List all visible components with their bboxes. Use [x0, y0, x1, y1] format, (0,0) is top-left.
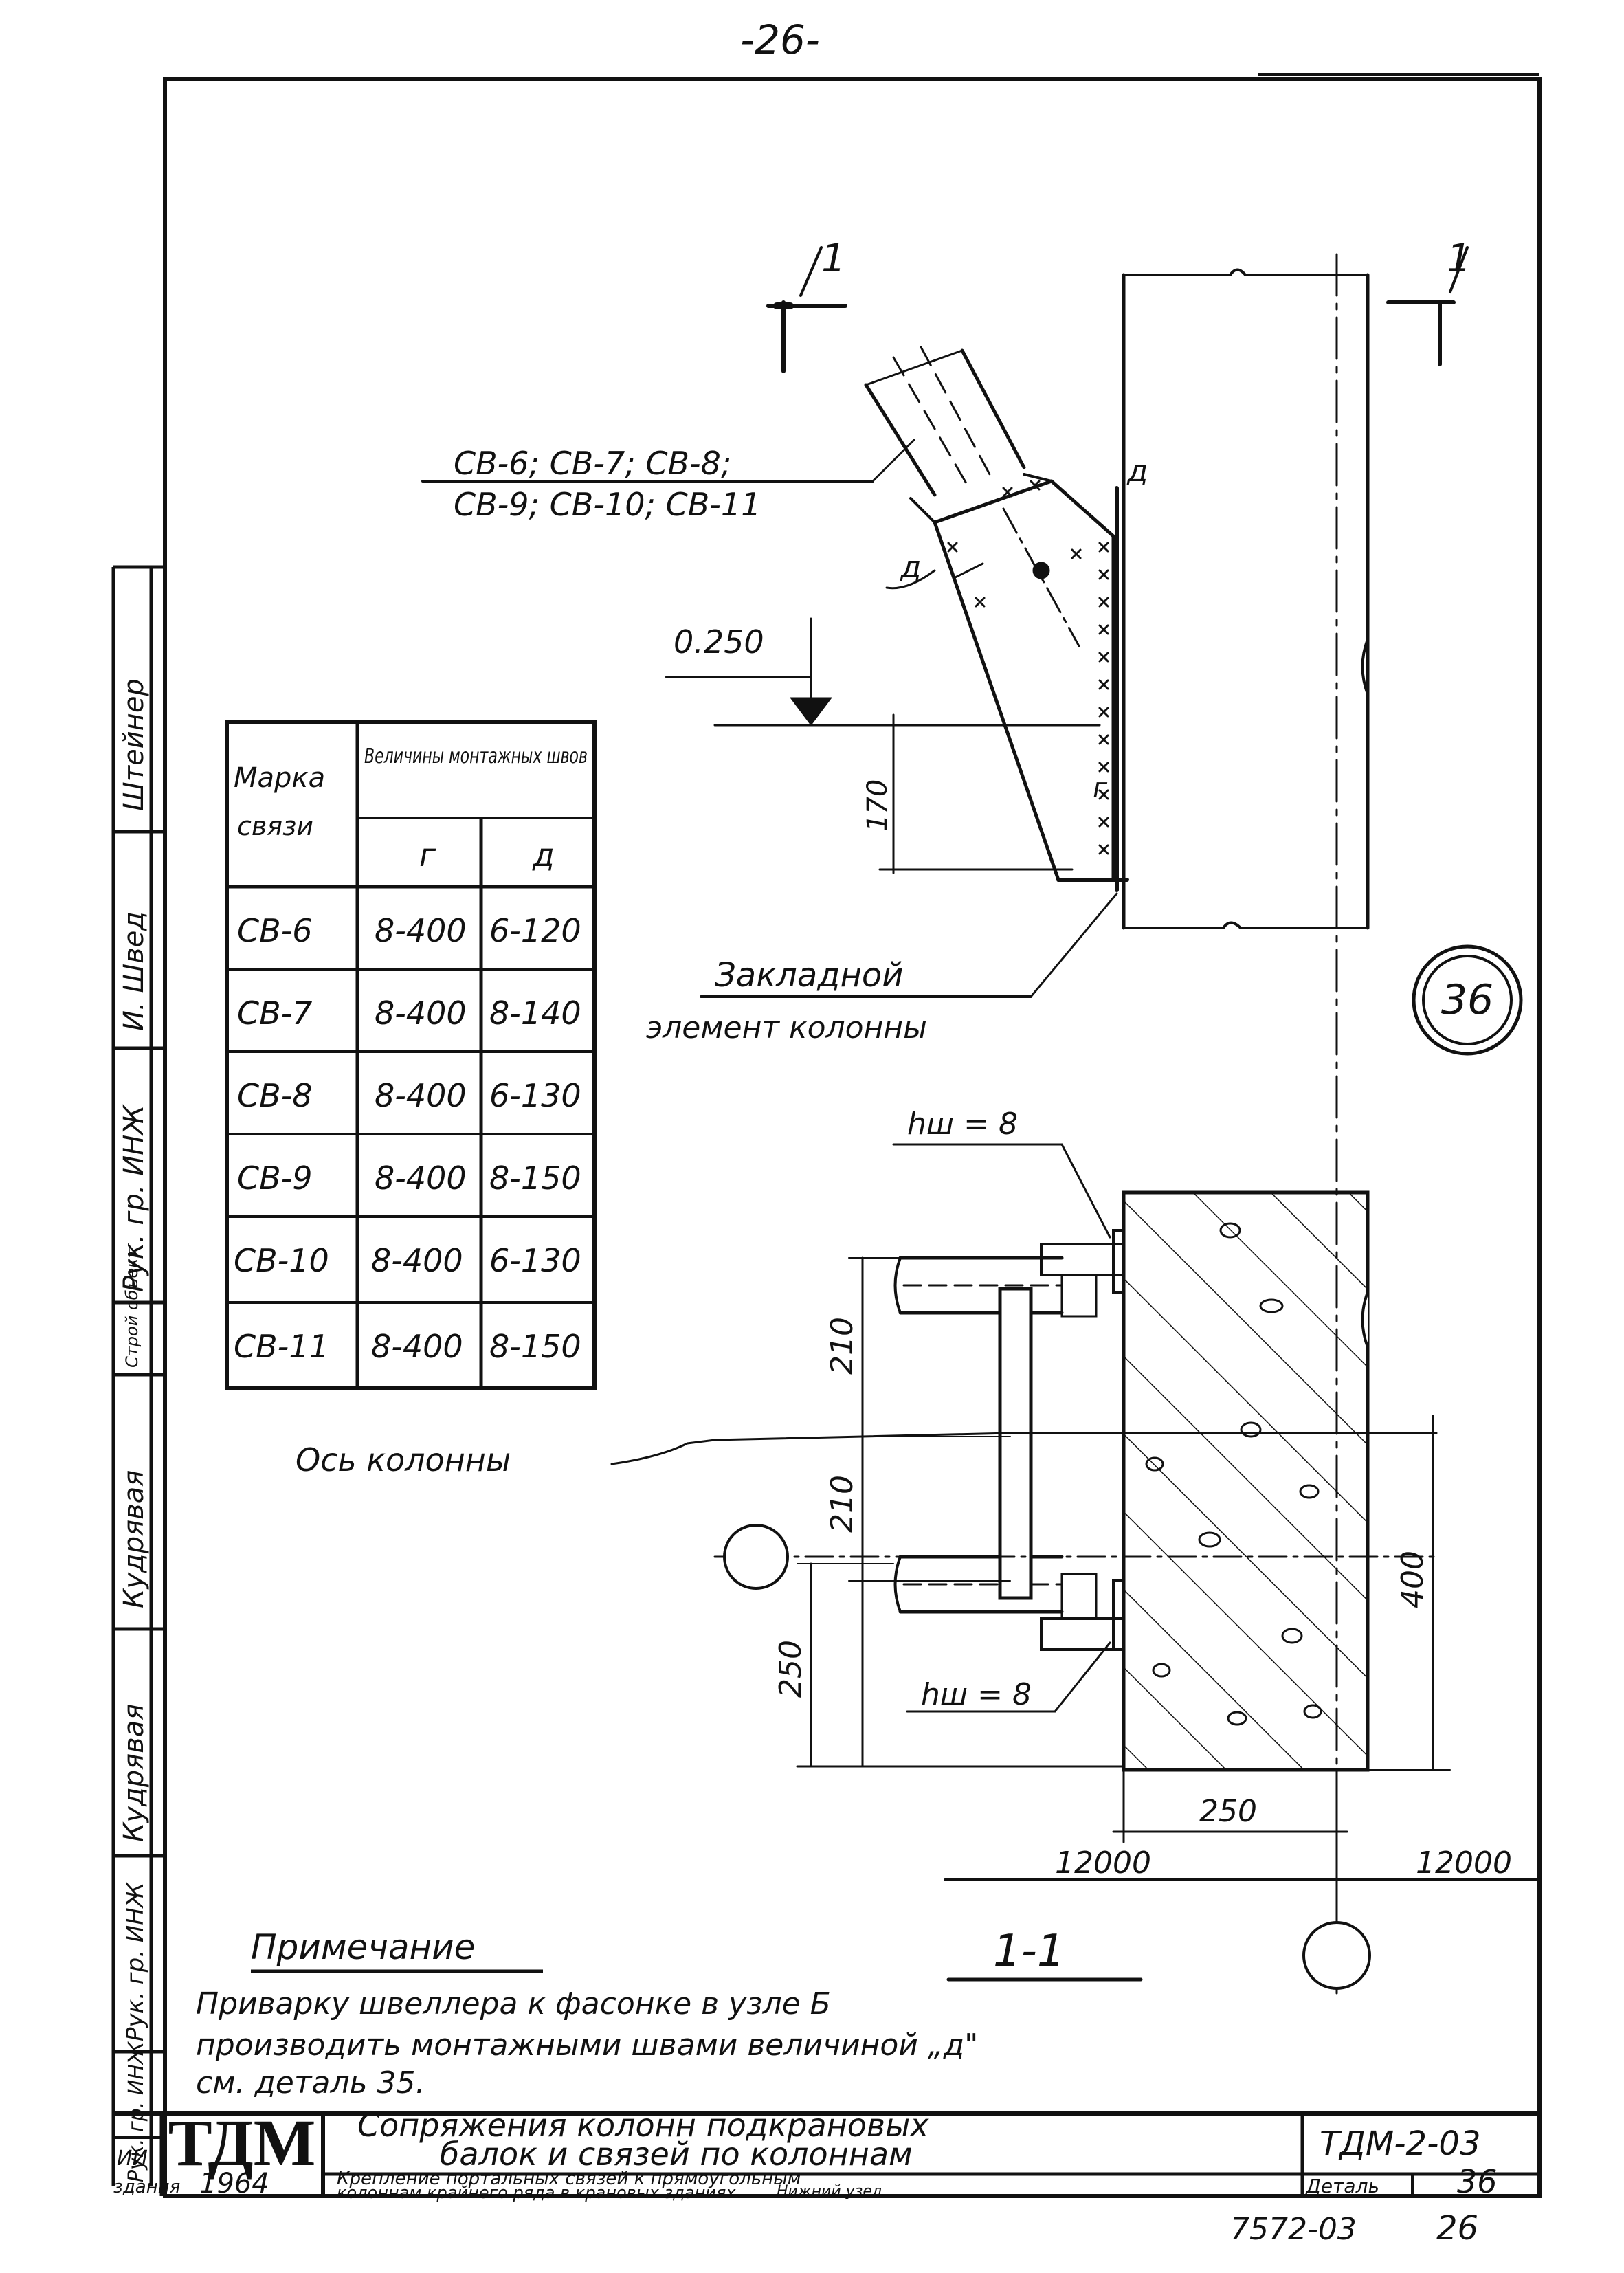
th-mark-1: Марка [234, 762, 325, 794]
note-line2: производить монтажными швами величиной „… [196, 2028, 978, 2063]
stamp-rukgr1: Рук. гр. ИНЖ [118, 1104, 150, 1292]
detail-label: Деталь [1304, 2175, 1379, 2197]
stamp-rukgr2: Рук. гр. ИНЖ [122, 1881, 149, 2041]
section-mark-left: 1 [821, 236, 846, 281]
lower-detail [610, 1143, 1541, 1990]
elevation-label: 0.250 [674, 623, 764, 661]
hw-bottom-label: hш = 8 [921, 1677, 1032, 1712]
embedded-line1: Закладной [715, 956, 903, 995]
r5-mark: СВ-11 [234, 1328, 329, 1365]
note: Примечание Приварку швеллера к фасонке в… [196, 1927, 978, 2100]
r0-d: 6-120 [489, 912, 581, 949]
stamp-stroiobj: Строй объект [122, 1248, 142, 1368]
r1-g: 8-400 [375, 995, 467, 1032]
stamp-steiner: Штейнер [118, 678, 150, 811]
weld-d-upper: д [1126, 454, 1148, 489]
dim-210-lower: 210 [825, 1475, 860, 1533]
r5-d: 8-150 [489, 1328, 581, 1365]
brace-marks-line1: СВ-6; СВ-7; СВ-8; [454, 445, 731, 482]
brace-marks-line2: СВ-9; СВ-10; СВ-11 [454, 486, 761, 523]
r4-d: 6-130 [489, 1242, 581, 1279]
weld-d-left: д [900, 550, 921, 585]
r1-d: 8-140 [489, 995, 581, 1032]
upper-detail-text: 1 1 СВ-6; СВ-7; СВ-8; СВ-9; СВ-10; СВ-11… [454, 236, 1471, 1045]
span-right: 12000 [1416, 1845, 1512, 1881]
th-d: д [532, 836, 555, 874]
r3-mark: СВ-9 [237, 1160, 313, 1197]
sheet-frame [163, 73, 1542, 2198]
dim-250-vertical: 250 [773, 1640, 808, 1698]
note-title: Примечание [251, 1927, 475, 1967]
lower-detail-text: hш = 8 hш = 8 Ось колонны 210 210 250 40… [296, 1107, 1512, 1977]
org-logo: ТДМ [168, 2106, 316, 2180]
r2-d: 6-130 [489, 1077, 581, 1114]
r2-g: 8-400 [375, 1077, 467, 1114]
dim-400: 400 [1395, 1551, 1430, 1608]
detail-circle-number: 36 [1441, 976, 1493, 1024]
embedded-line2: элемент колонны [646, 1010, 927, 1045]
stamp-kudr2: Кудрявая [118, 1704, 150, 1842]
side-stamp [111, 565, 165, 2186]
side-stamp-text: Штейнер И. Швед Рук. гр. ИНЖ Строй объек… [118, 678, 150, 2182]
page-number: -26- [740, 16, 820, 63]
doc-code: ТДМ-2-03 [1320, 2125, 1481, 2163]
stamp-kudr1: Кудрявая [118, 1470, 150, 1608]
span-left: 12000 [1055, 1845, 1151, 1881]
detail-number: 36 [1457, 2163, 1498, 2200]
r1-mark: СВ-7 [237, 995, 313, 1032]
title-line2: балок и связей по колоннам [440, 2136, 913, 2173]
section-caption: 1-1 [993, 1926, 1065, 1977]
sub-line2: колоннам крайнего ряда в крановых здания… [337, 2183, 741, 2202]
footer-page: 26 [1436, 2209, 1478, 2248]
r4-mark: СВ-10 [234, 1242, 329, 1279]
weld-table [225, 720, 597, 1390]
r3-d: 8-150 [489, 1160, 581, 1197]
hw-top-label: hш = 8 [907, 1107, 1018, 1142]
r5-g: 8-400 [371, 1328, 463, 1365]
left-frag-1: ИИ [117, 2147, 148, 2171]
th-g: г [419, 836, 436, 874]
dim-210-upper: 210 [825, 1317, 860, 1375]
th-mark-2: связи [237, 811, 313, 841]
column-axis-label: Ось колонны [296, 1441, 511, 1478]
weld-g: г [1093, 773, 1108, 804]
title-line1: Сопряжения колонн подкрановых [357, 2107, 929, 2144]
footer-code: 7572-03 [1230, 2212, 1357, 2247]
r3-g: 8-400 [375, 1160, 467, 1197]
stamp-shved: И. Швед [118, 911, 150, 1031]
weld-table-text: Марка связи Величины монтажных швов г д … [234, 744, 588, 1365]
th-values: Величины монтажных швов [364, 744, 588, 768]
sub-line3: Нижний узел. [777, 2183, 887, 2200]
note-line3: см. деталь 35. [196, 2065, 425, 2100]
r4-g: 8-400 [371, 1242, 463, 1279]
r0-g: 8-400 [375, 912, 467, 949]
dim-250-horizontal: 250 [1199, 1794, 1257, 1829]
org-year: 1964 [199, 2168, 269, 2199]
r0-mark: СВ-6 [237, 912, 313, 949]
section-mark-right: 1 [1447, 236, 1471, 281]
title-block-text: ТДМ 1964 ИИ здания Сопряжения колонн под… [113, 2106, 1498, 2248]
title-block-dividers [113, 2136, 1539, 2196]
note-line1: Приварку швеллера к фасонке в узле Б [196, 1986, 831, 2021]
upper-detail [421, 246, 1469, 1995]
sub-line1: Крепление портальных связей к прямоуголь… [337, 2169, 801, 2189]
dim-170: 170 [862, 779, 893, 832]
r2-mark: СВ-8 [237, 1077, 313, 1114]
detail-circle: 36 [1412, 944, 1523, 1056]
left-frag-2: здания [113, 2177, 180, 2197]
